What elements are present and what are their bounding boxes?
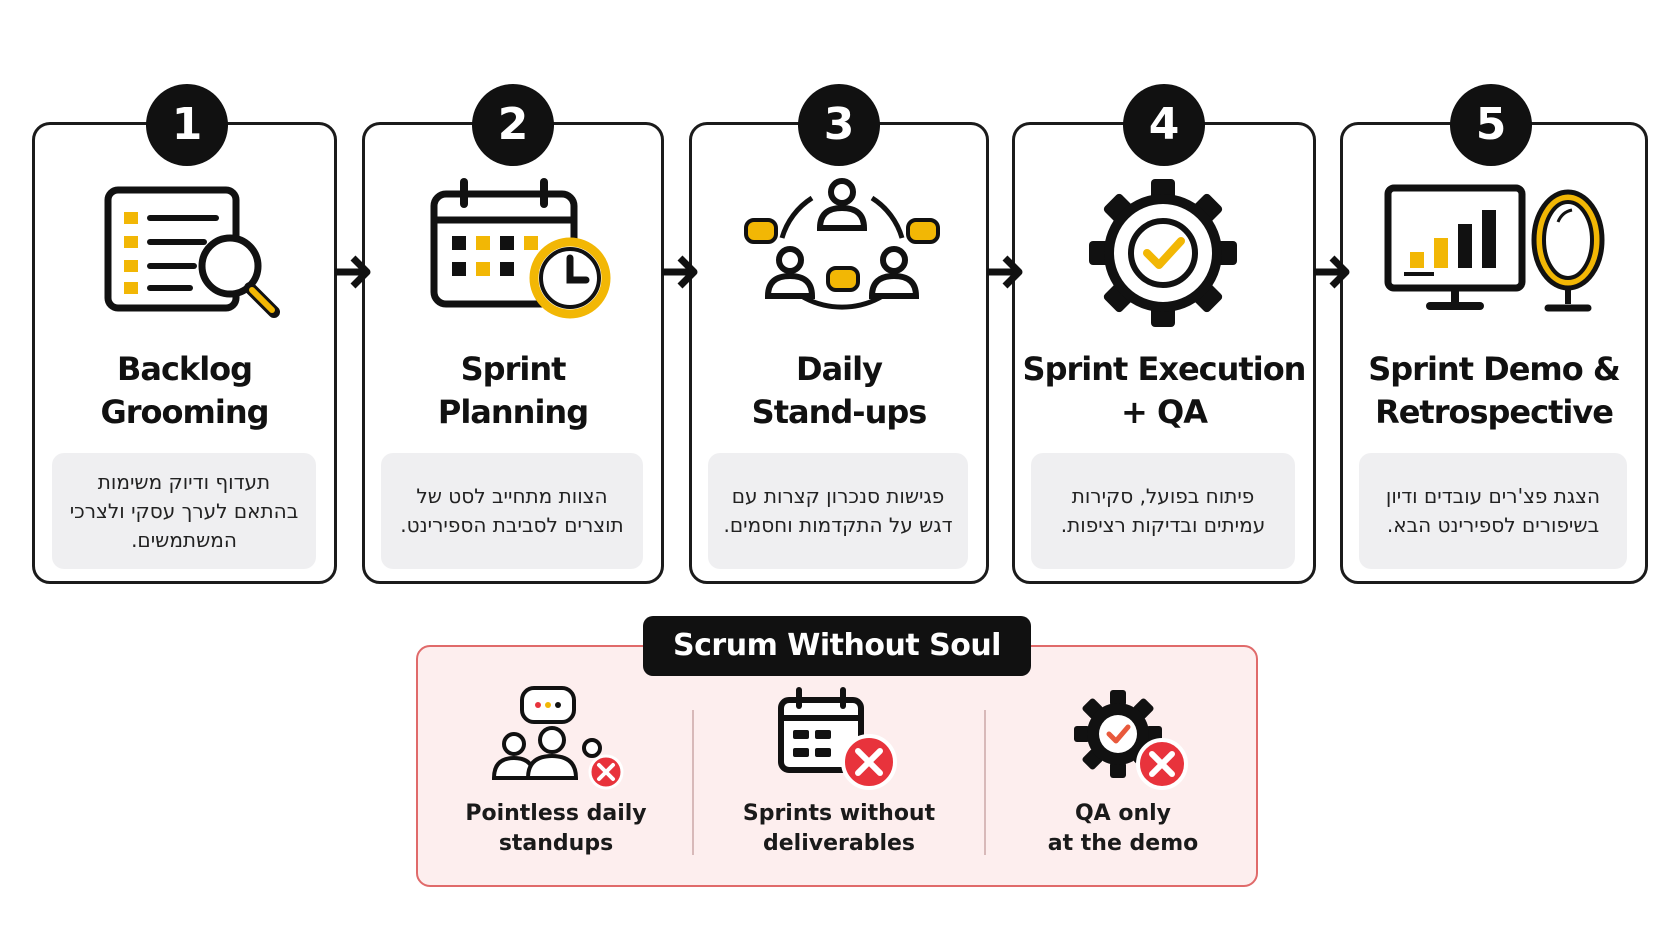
step-number-badge: 3 xyxy=(798,84,880,166)
step-description: פגישות סנכרון קצרות עם דגש על התקדמות וח… xyxy=(708,453,968,569)
anti-pattern-label: QA only at the demo xyxy=(1047,801,1199,856)
panel-divider xyxy=(984,710,986,855)
team-chat-icon xyxy=(744,178,940,310)
step-description: תעדוף ודיוק משימות בהתאם לערך עסקי ולצרכ… xyxy=(52,453,316,569)
anti-patterns-title: Scrum Without Soul xyxy=(643,616,1031,676)
anti-pattern-label: Sprints without deliverables xyxy=(742,801,936,856)
step-number-badge: 2 xyxy=(472,84,554,166)
monitor-mirror-icon xyxy=(1384,184,1605,312)
arrow-right-icon xyxy=(1314,255,1350,289)
gear-check-icon xyxy=(1089,179,1237,327)
step-title: Sprint Execution + QA xyxy=(1022,350,1307,431)
step-title: Sprint Planning xyxy=(437,350,589,431)
step-title: Daily Stand-ups xyxy=(751,350,928,431)
step-number-badge: 4 xyxy=(1123,84,1205,166)
calendar-clock-icon xyxy=(430,178,611,319)
step-number-badge: 1 xyxy=(146,84,228,166)
step-description: הצגת פצ'רים עובדים ודיון בשיפורים לספירי… xyxy=(1359,453,1627,569)
arrow-right-icon xyxy=(662,255,698,289)
people-chat-x-icon xyxy=(491,686,624,790)
calendar-x-icon xyxy=(778,687,897,790)
step-title: Sprint Demo & Retrospective xyxy=(1368,350,1621,431)
backlog-search-icon xyxy=(104,186,280,318)
step-description: פיתוח בפועל, סקירות עמיתים ובדיקות רציפו… xyxy=(1031,453,1295,569)
step-description: הצוות מתחייב לסט של תוצרים לסביבת הספירי… xyxy=(381,453,643,569)
gear-x-icon xyxy=(1074,690,1188,790)
anti-pattern-label: Pointless daily standups xyxy=(465,801,647,856)
step-number-badge: 5 xyxy=(1450,84,1532,166)
panel-divider xyxy=(692,710,694,855)
step-title: Backlog Grooming xyxy=(100,350,269,431)
arrow-right-icon xyxy=(335,255,371,289)
arrow-right-icon xyxy=(987,255,1023,289)
